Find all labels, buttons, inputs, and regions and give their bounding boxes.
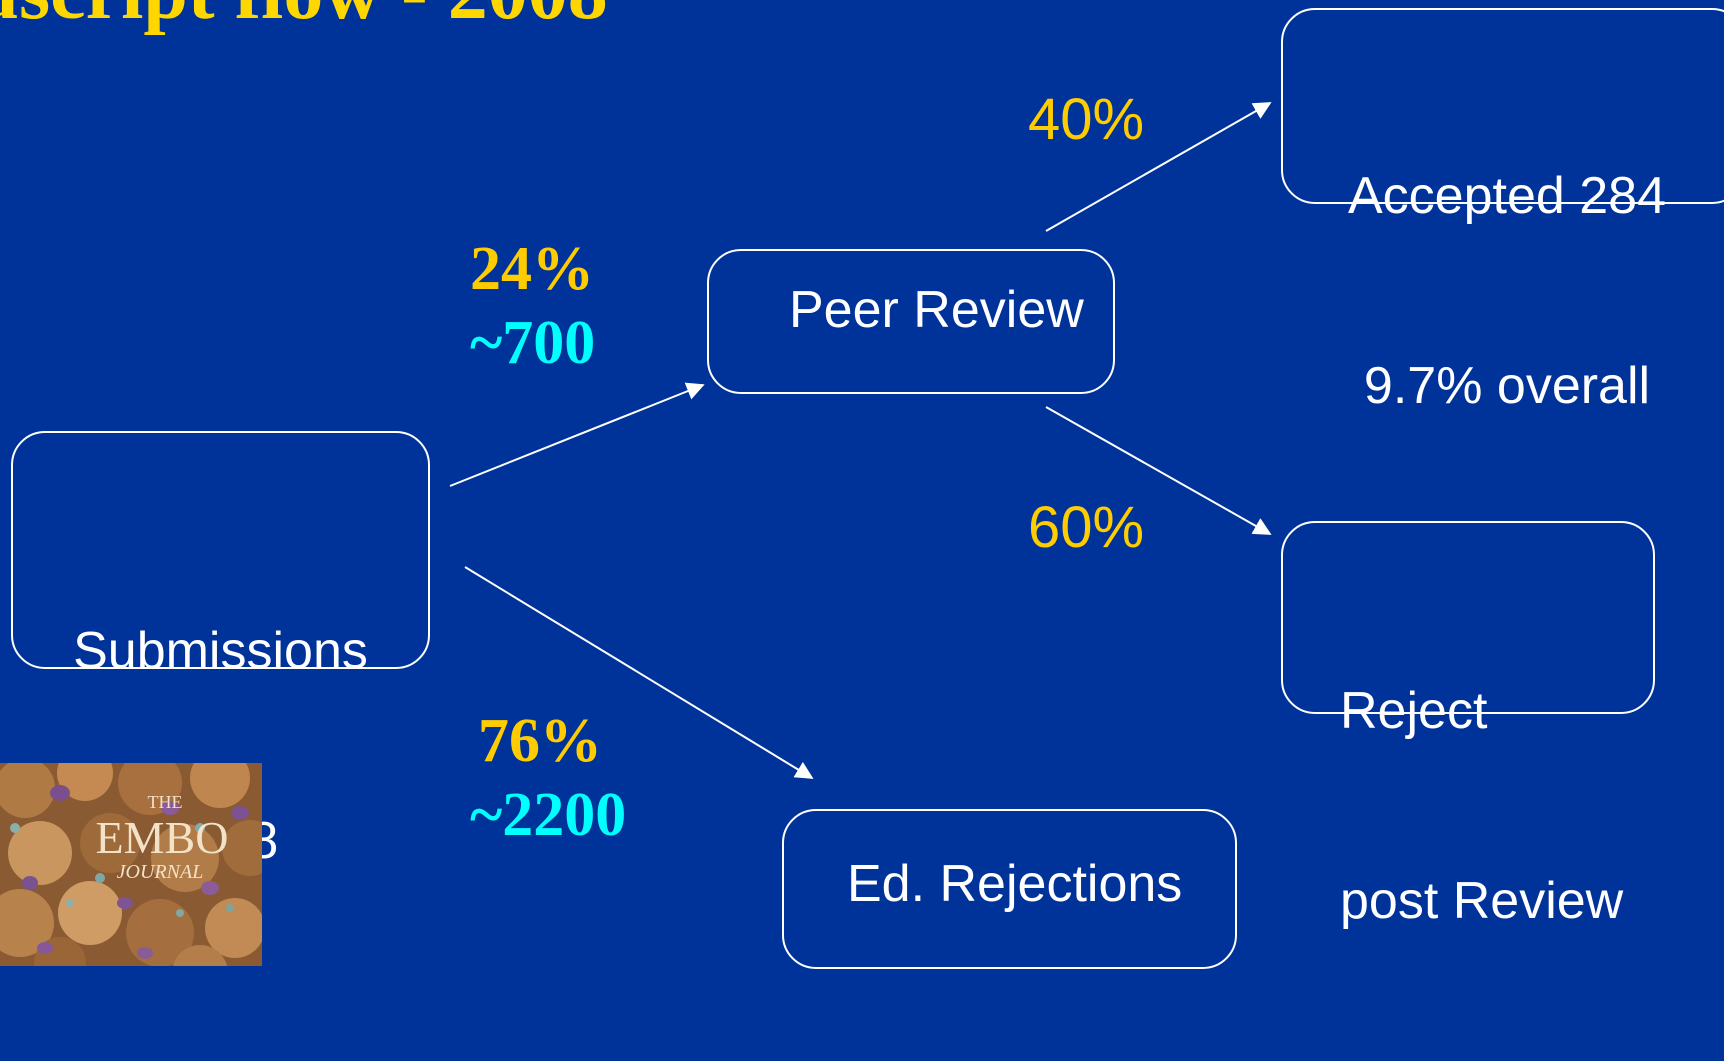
reject-sublabel: post Review — [1340, 872, 1624, 931]
logo-text-the: THE — [148, 792, 183, 812]
accepted-box: Accepted 284 9.7% overall — [1281, 8, 1724, 415]
reject-percent: 60% — [1028, 495, 1145, 560]
ed-rejections-box: Ed. Rejections — [782, 809, 1237, 969]
arrow-to-accepted — [1045, 102, 1272, 232]
flow-arrows — [449, 102, 1272, 779]
reject-label: Reject — [1340, 681, 1488, 740]
ed-rejections-label: Ed. Rejections — [847, 855, 1183, 913]
arrow-to-reject — [1045, 406, 1272, 535]
reject-post-review-box: Reject post Review — [1281, 521, 1655, 930]
submissions-label: Submissions — [73, 621, 368, 680]
peer-review-label: Peer Review — [789, 281, 1084, 339]
logo-text-journal: JOURNAL — [117, 861, 204, 883]
peer-review-box: Peer Review — [707, 249, 1115, 394]
embo-journal-logo: THE EMBO JOURNAL — [0, 763, 262, 966]
accepted-label: Accepted 284 — [1347, 166, 1667, 225]
ed-rejections-count: ~2200 — [470, 781, 627, 850]
logo-text-embo: EMBO — [96, 812, 229, 863]
peer-review-count: ~700 — [470, 309, 596, 378]
slide-title: nuscript flow - 2008 — [0, 0, 608, 32]
arrow-to-peer-review — [449, 382, 705, 487]
accepted-overall: 9.7% overall — [1363, 357, 1651, 416]
arrow-to-ed-rejections — [464, 566, 814, 779]
accepted-percent: 40% — [1028, 87, 1145, 152]
peer-review-percent: 24% — [470, 235, 594, 303]
ed-rejections-percent: 76% — [478, 707, 602, 775]
